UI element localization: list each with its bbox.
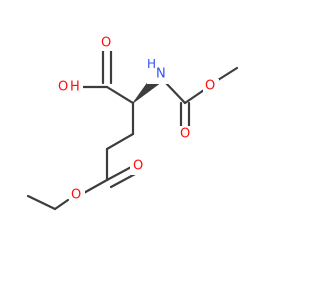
ester-carbonyl-o-label: O (133, 159, 143, 174)
bond-acid-c-alpha (105, 85, 135, 105)
bond-n-carbamate-c (163, 80, 187, 105)
acid-oh-o-label: O (58, 80, 68, 95)
bond-ch2-ch2 (105, 132, 135, 151)
nh-n-label: N (156, 67, 166, 82)
molecule-structure: O O H H N O O O O (26, 35, 239, 211)
bond-ester-c-o (80, 178, 109, 196)
bonds (26, 48, 239, 211)
acid-oh-h-label: H (70, 80, 80, 95)
bond-ethyl-ch2-ch3 (26, 194, 57, 211)
bond-ester-c-o-double-a (105, 164, 135, 182)
bond-methoxy-o-ch3 (216, 66, 239, 82)
bond-ethyl-o-ch2 (53, 198, 70, 211)
bond-carbamate-c-o (183, 88, 206, 105)
nh-h-label: H (147, 57, 156, 71)
ester-ether-o-label: O (71, 188, 81, 203)
acid-carbonyl-o-label: O (101, 36, 111, 51)
carbamate-ether-o-label: O (205, 79, 215, 94)
atom-labels: O O H H N O O O O (55, 35, 219, 203)
bond-ester-c-o-double-b (109, 171, 139, 189)
carbamate-carbonyl-o-label: O (180, 127, 190, 142)
